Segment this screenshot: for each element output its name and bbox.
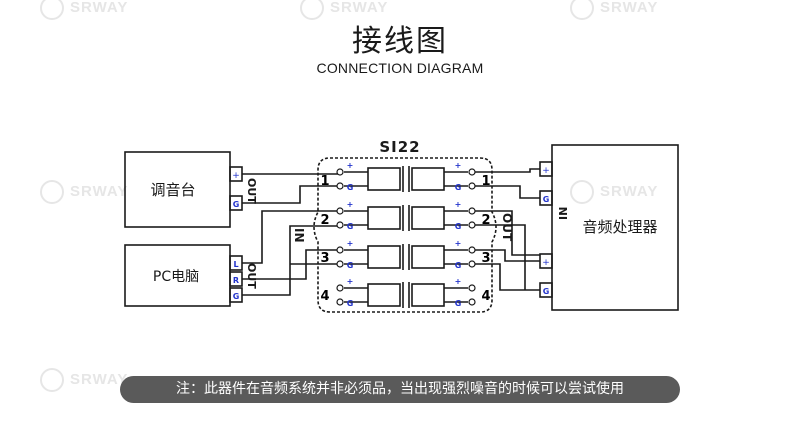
usage-note-banner: 注：此器件在音频系统并非必须品，当出现强烈噪音的时候可以尝试使用 bbox=[120, 376, 680, 403]
mixer-port-label: OUT bbox=[245, 178, 258, 204]
pin-marker-plus: + bbox=[347, 161, 354, 170]
pc-pin-l-label: L bbox=[233, 260, 238, 269]
wire-pc-ground bbox=[242, 225, 340, 296]
transformer-row-2 bbox=[344, 205, 468, 231]
watermark-circle-icon bbox=[570, 0, 594, 20]
pin-marker-plus: + bbox=[455, 239, 462, 248]
watermark-logo: SRWAY bbox=[40, 0, 128, 20]
processor-port-label: IN bbox=[557, 207, 570, 220]
pc-label: PC电脑 bbox=[153, 269, 199, 285]
mixer-box bbox=[124, 151, 231, 228]
wire-out2-plus bbox=[472, 210, 540, 256]
watermark-text: SRWAY bbox=[70, 370, 129, 388]
watermark-logo: SRWAY bbox=[40, 368, 128, 392]
processor-label: 音频处理器 bbox=[582, 218, 657, 236]
processor-pin-label: G bbox=[543, 287, 550, 296]
channel-number-left: 1 bbox=[320, 174, 329, 189]
watermark-text: SRWAY bbox=[600, 0, 659, 16]
pin-marker-plus: + bbox=[347, 200, 354, 209]
pin-marker-ground: G bbox=[455, 261, 462, 270]
pin-marker-ground: G bbox=[347, 222, 354, 231]
channel-number-left: 2 bbox=[320, 213, 329, 228]
pc-port-label: OUT bbox=[245, 263, 258, 289]
pin-marker-plus: + bbox=[455, 277, 462, 286]
terminal-dots bbox=[336, 168, 476, 306]
watermark-logo: SRWAY bbox=[570, 0, 658, 20]
wire-mixer-ground bbox=[242, 185, 340, 204]
processor-pin-label: + bbox=[542, 258, 550, 268]
watermark-circle-icon bbox=[300, 0, 324, 20]
mixer-pin-ground-label: G bbox=[233, 200, 240, 209]
wire-out1-plus bbox=[472, 168, 540, 173]
pin-marker-ground: G bbox=[455, 299, 462, 308]
transformer-row-3 bbox=[344, 244, 468, 270]
pin-marker-plus: + bbox=[347, 277, 354, 286]
transformer-row-4 bbox=[344, 282, 468, 308]
watermark-logo: SRWAY bbox=[570, 180, 658, 204]
watermark-logo: SRWAY bbox=[40, 180, 128, 204]
watermark-circle-icon bbox=[40, 0, 64, 20]
pc-pin-r-label: R bbox=[233, 276, 239, 285]
processor-pin-label: + bbox=[542, 166, 550, 176]
pin-marker-ground: G bbox=[347, 261, 354, 270]
wire-pc-l bbox=[242, 210, 340, 264]
channel-number-right: 1 bbox=[481, 174, 490, 189]
watermark-circle-icon bbox=[40, 368, 64, 392]
watermark-circle-icon bbox=[40, 180, 64, 204]
pc-pin-g-label: G bbox=[233, 292, 240, 301]
isolator-out-label: OUT bbox=[500, 213, 514, 242]
channel-number-left: 3 bbox=[320, 251, 329, 266]
watermark-text: SRWAY bbox=[70, 0, 129, 16]
pin-marker-plus: + bbox=[455, 161, 462, 170]
watermark-circle-icon bbox=[570, 180, 594, 204]
watermark-logo: SRWAY bbox=[300, 0, 388, 20]
page-title: 接线图 bbox=[352, 24, 448, 59]
pin-marker-ground: G bbox=[455, 222, 462, 231]
channel-number-right: 3 bbox=[481, 251, 490, 266]
wire-out3-plus bbox=[472, 249, 540, 262]
isolator-in-label: IN bbox=[292, 228, 306, 243]
isolator-model: SI22 bbox=[379, 138, 420, 156]
pin-marker-ground: G bbox=[347, 299, 354, 308]
channel-number-right: 2 bbox=[481, 213, 490, 228]
pin-marker-ground: G bbox=[347, 183, 354, 192]
page-subtitle: CONNECTION DIAGRAM bbox=[316, 60, 484, 76]
pin-marker-plus: + bbox=[347, 239, 354, 248]
mixer-label: 调音台 bbox=[150, 181, 195, 199]
channel-number-left: 4 bbox=[320, 289, 329, 304]
wire-out1-ground bbox=[472, 185, 540, 199]
wire-out2-ground bbox=[472, 224, 526, 290]
watermark-text: SRWAY bbox=[70, 182, 129, 200]
pin-marker-plus: + bbox=[455, 200, 462, 209]
pin-marker-ground: G bbox=[455, 183, 462, 192]
processor-pin-label: G bbox=[543, 195, 550, 204]
channel-number-right: 4 bbox=[481, 289, 490, 304]
processor-box bbox=[551, 144, 679, 311]
transformer-row-1 bbox=[344, 166, 468, 192]
wire-out3-ground bbox=[472, 263, 540, 291]
mixer-pin-plus-label: + bbox=[232, 171, 240, 181]
watermark-text: SRWAY bbox=[600, 182, 659, 200]
watermark-text: SRWAY bbox=[330, 0, 389, 16]
